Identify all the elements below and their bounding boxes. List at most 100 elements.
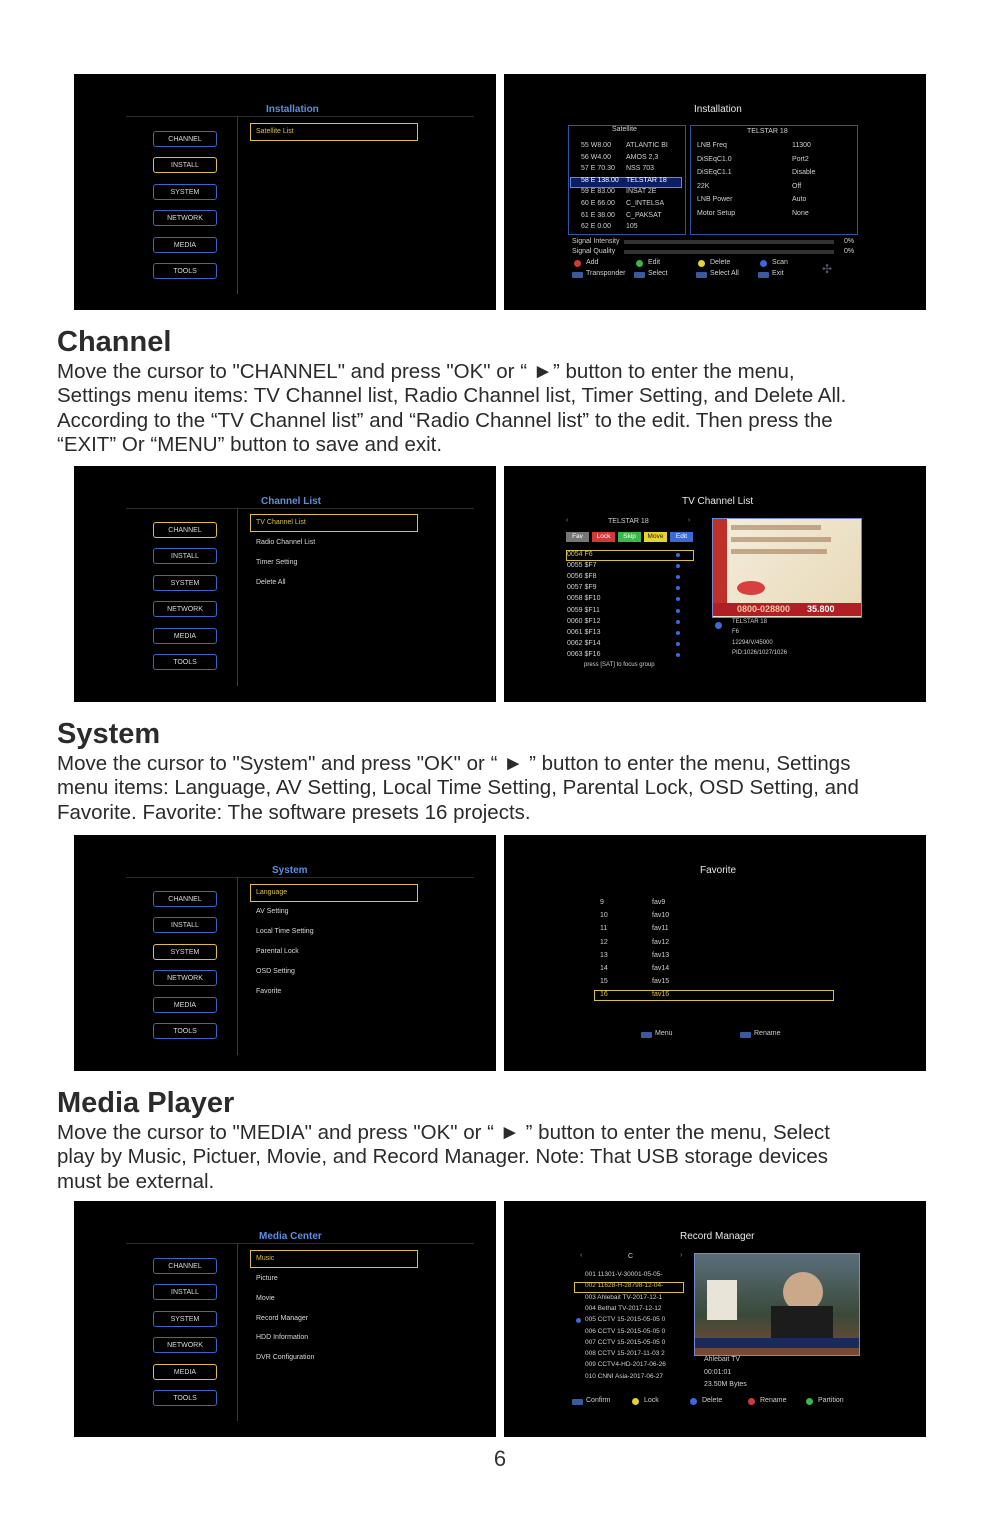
submenu-local-time-setting[interactable]: Local Time Setting [256,928,314,935]
favorite-name[interactable]: fav11 [652,925,669,933]
key-exit[interactable]: Exit [772,270,784,277]
menu-media[interactable]: MEDIA [153,1364,217,1380]
menu-system[interactable]: SYSTEM [153,1311,217,1327]
favorite-name[interactable]: fav12 [652,938,670,946]
detail-value[interactable]: Disable [792,169,816,176]
channel-item[interactable]: 0056 $F8 [567,573,597,581]
key-delete[interactable]: Delete [710,259,731,266]
favorite-name[interactable]: fav9 [652,899,666,906]
favorite-name[interactable]: fav14 [652,965,670,972]
menu-media[interactable]: MEDIA [153,237,217,253]
menu-install[interactable]: INSTALL [153,917,217,933]
channel-item[interactable]: 0061 $F13 [567,628,601,636]
channel-item[interactable]: 0059 $F11 [567,606,600,614]
key-select[interactable]: Select [648,270,668,277]
key-scan[interactable]: Scan [772,259,788,266]
channel-item[interactable]: 0058 $F10 [567,595,601,603]
submenu-radio-channel-list[interactable]: Radio Channel List [256,539,316,546]
menu-install[interactable]: INSTALL [153,548,217,564]
key-rename[interactable]: Rename [754,1030,781,1037]
satellite-name[interactable]: INSAT 2E [626,188,657,196]
submenu-favorite[interactable]: Favorite [256,988,282,995]
submenu-hdd-information[interactable]: HDD Information [256,1334,309,1341]
satellite-name[interactable]: AMOS 2,3 [626,153,659,161]
detail-value[interactable]: Auto [792,196,807,203]
favorite-name[interactable]: fav15 [652,978,670,986]
detail-value[interactable]: 11300 [792,142,811,149]
record-item[interactable]: 010 CNNI Asia-2017-06-27 [585,1372,664,1380]
key-select-all[interactable]: Select All [710,270,739,277]
satellite-name[interactable]: NSS 703 [626,165,655,173]
menu-network[interactable]: NETWORK [153,970,217,986]
satellite-name[interactable]: C_INTELSA [626,200,665,207]
channel-item[interactable]: 0063 $F16 [567,650,601,658]
record-item[interactable]: 007 CCTV 15-2015-05-05 0 [585,1338,666,1346]
detail-value[interactable]: None [792,209,809,217]
menu-system[interactable]: SYSTEM [153,575,217,591]
favorite-name[interactable]: fav16 [652,991,670,999]
submenu-parental-lock[interactable]: Parental Lock [256,948,299,955]
arrow-left-icon[interactable]: ‹ [580,1252,583,1259]
submenu-satellite-list[interactable]: Satellite List [250,123,418,141]
submenu-tv-channel-list[interactable]: TV Channel List [250,514,418,532]
key-rename[interactable]: Rename [760,1397,787,1404]
submenu-record-manager[interactable]: Record Manager [256,1315,309,1322]
menu-network[interactable]: NETWORK [153,210,217,226]
submenu-av-setting[interactable]: AV Setting [256,908,289,915]
key-add[interactable]: Add [586,259,599,266]
record-item[interactable]: 008 CCTV 15-2017-11-03 2 [585,1350,665,1358]
channel-item[interactable]: 0057 $F9 [567,584,597,592]
menu-system[interactable]: SYSTEM [153,944,217,960]
submenu-osd-setting[interactable]: OSD Setting [256,968,295,975]
detail-value[interactable]: Port2 [792,155,809,163]
channel-item[interactable]: 0060 $F12 [567,617,601,625]
satellite-position[interactable]: 62 E 0.00 [581,223,611,231]
record-item[interactable]: 003 Ahlebait TV-2017-12-1 [585,1293,663,1301]
menu-network[interactable]: NETWORK [153,1337,217,1353]
key-delete[interactable]: Delete [702,1397,723,1404]
menu-network[interactable]: NETWORK [153,601,217,617]
menu-tools[interactable]: TOOLS [153,263,217,279]
menu-channel[interactable]: CHANNEL [153,891,217,907]
key-edit[interactable]: Edit [648,259,661,266]
menu-media[interactable]: MEDIA [153,628,217,644]
satellite-position[interactable]: 56 W4.00 [581,153,611,161]
menu-tools[interactable]: TOOLS [153,1023,217,1039]
record-item[interactable]: 004 Bethat TV-2017-12-12 [585,1304,662,1312]
menu-media[interactable]: MEDIA [153,997,217,1013]
channel-item[interactable]: 0055 $F7 [567,562,597,570]
satellite-name[interactable]: C_PAKSAT [626,211,662,219]
menu-tools[interactable]: TOOLS [153,654,217,670]
menu-channel[interactable]: CHANNEL [153,522,217,538]
arrow-right-icon[interactable]: › [688,517,691,524]
menu-install[interactable]: INSTALL [153,157,217,173]
submenu-delete-all[interactable]: Delete All [256,579,286,586]
submenu-picture[interactable]: Picture [256,1275,278,1282]
submenu-dvr-configuration[interactable]: DVR Configuration [256,1354,315,1361]
satellite-name[interactable]: TELSTAR 18 [626,176,667,184]
tab-lock[interactable]: Lock [592,532,615,542]
submenu-language[interactable]: Language [250,884,418,902]
key-transponder[interactable]: Transponder [586,270,626,277]
menu-channel[interactable]: CHANNEL [153,131,217,147]
submenu-music[interactable]: Music [250,1250,418,1268]
submenu-movie[interactable]: Movie [256,1295,275,1302]
record-item[interactable]: 009 CCTV4-HD-2017-06-26 [585,1361,666,1369]
favorite-name[interactable]: fav10 [652,912,670,920]
record-item[interactable]: 006 CCTV 15-2015-05-05 0 [585,1327,666,1335]
satellite-position[interactable]: 57 E 70.30 [581,165,615,173]
arrow-left-icon[interactable]: ‹ [566,517,569,524]
tab-edit[interactable]: Edit [670,532,693,542]
key-confirm[interactable]: Confirm [586,1397,611,1404]
record-item[interactable]: 005 CCTV 15-2015-05-05 0 [585,1316,666,1324]
satellite-position[interactable]: 55 W8.00 [581,142,611,149]
menu-tools[interactable]: TOOLS [153,1390,217,1406]
satellite-position[interactable]: 60 E 66.00 [581,200,615,207]
channel-item[interactable]: 0062 $F14 [567,639,601,647]
favorite-name[interactable]: fav13 [652,951,670,959]
satellite-position[interactable]: 58 E 138.00 [581,176,619,184]
menu-install[interactable]: INSTALL [153,1284,217,1300]
satellite-position[interactable]: 61 E 38.00 [581,211,615,219]
tab-fav[interactable]: Fav [566,532,589,542]
submenu-timer-setting[interactable]: Timer Setting [256,559,298,566]
